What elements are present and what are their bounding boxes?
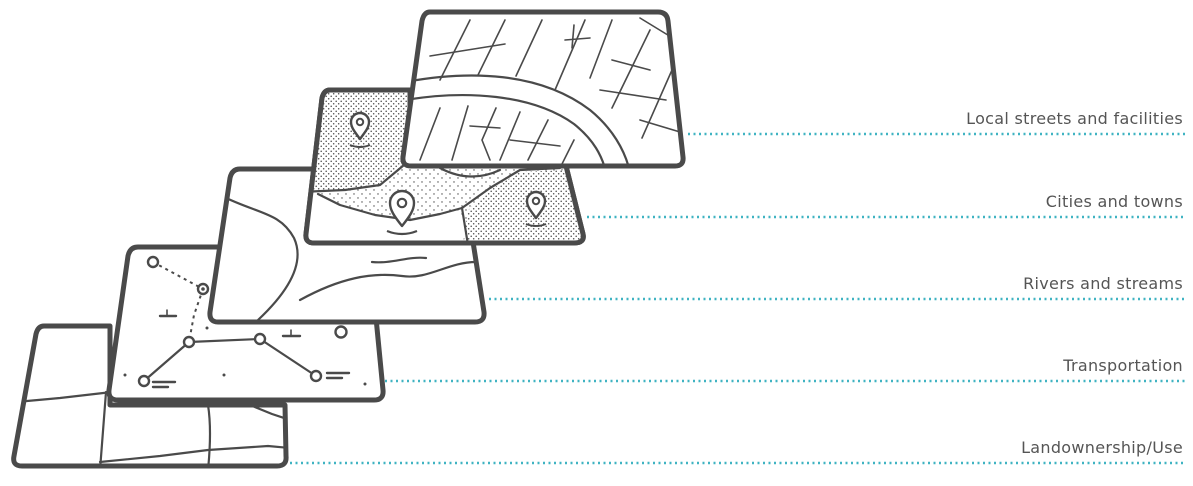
label-transport: Transportation	[1062, 356, 1183, 375]
layer-local-streets	[400, 9, 686, 169]
map-pin-icon	[349, 111, 371, 148]
label-streets: Local streets and facilities	[966, 109, 1183, 128]
map-pin-icon	[386, 189, 418, 236]
layer-labels: Local streets and facilities Cities and …	[966, 109, 1183, 457]
label-cities: Cities and towns	[1046, 192, 1183, 211]
map-pin-icon	[525, 190, 547, 227]
leader-lines	[290, 132, 1186, 465]
layer-landownership	[11, 323, 289, 469]
label-land: Landownership/Use	[1021, 438, 1183, 457]
label-rivers: Rivers and streams	[1023, 274, 1183, 293]
